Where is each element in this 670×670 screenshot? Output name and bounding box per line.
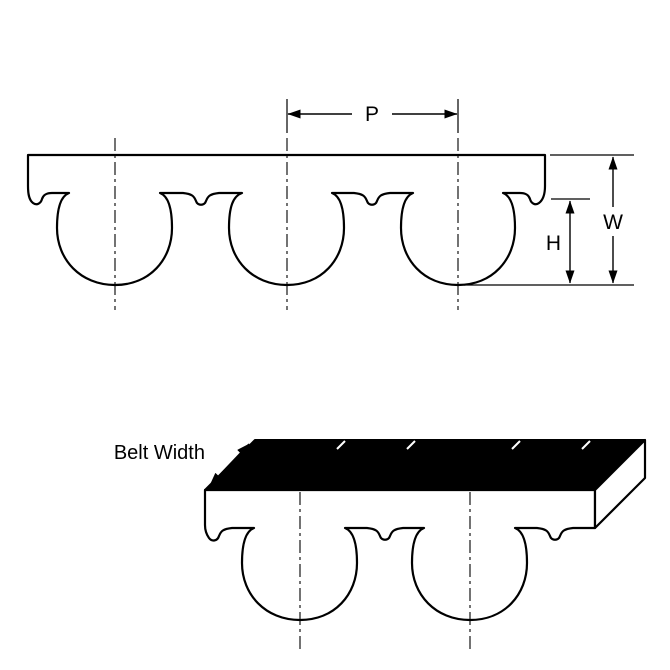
belt-width-dimension: Belt Width xyxy=(114,442,250,486)
belt-width-arrow xyxy=(209,443,250,486)
tooth-division-tick xyxy=(406,440,416,450)
belt-top-face xyxy=(204,439,646,491)
tooth-division-tick xyxy=(581,440,591,450)
tooth-division-tick xyxy=(511,440,521,450)
height-dimension: H xyxy=(546,198,590,284)
perspective-view: Belt Width xyxy=(114,438,647,652)
belt-width-label: Belt Width xyxy=(114,442,205,464)
width-label: W xyxy=(603,211,623,234)
pitch-dimension: P xyxy=(286,99,459,133)
belt-side-face xyxy=(593,438,647,530)
belt-front-profile xyxy=(203,488,597,622)
pitch-label: P xyxy=(365,103,379,126)
tooth-division-tick xyxy=(336,440,346,450)
width-dimension: W xyxy=(464,154,634,286)
profile-view: P W H xyxy=(26,99,634,310)
height-label: H xyxy=(546,232,561,255)
